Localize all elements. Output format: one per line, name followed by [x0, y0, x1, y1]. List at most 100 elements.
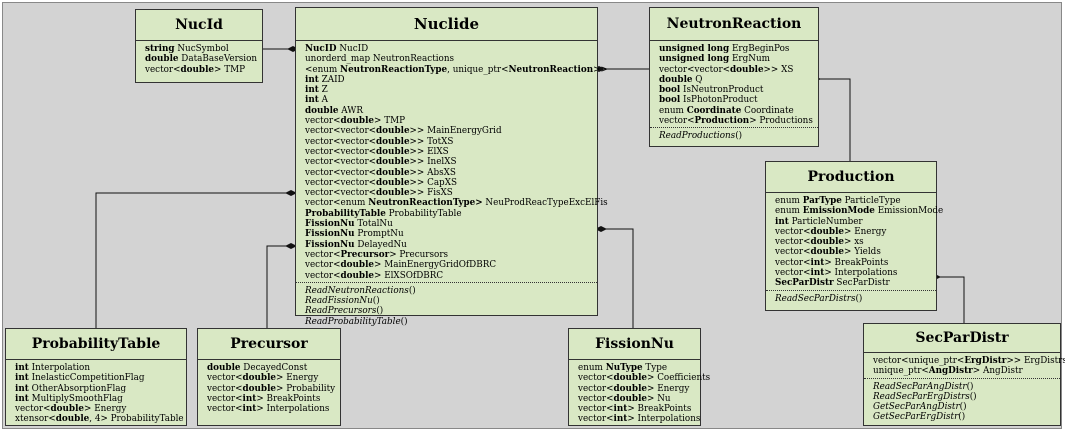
operation-name: GetSecParAngDistr: [873, 402, 960, 413]
operation-name: ReadSecParAngDistr: [873, 381, 967, 392]
member-text: xtensor<: [15, 414, 56, 425]
member-text: Coordinate: [741, 105, 794, 116]
attribute-line: vector<int> Interpolations: [775, 268, 932, 278]
attribute-line: vector<vector<double>> MainEnergyGrid: [305, 126, 593, 136]
member-text: vector<unique_ptr<: [873, 356, 965, 366]
member-text: DecayedConst: [240, 363, 308, 373]
attribute-line: int A: [305, 95, 593, 105]
operations: ReadProductions(): [650, 127, 818, 142]
member-text: vector<: [578, 393, 614, 404]
member-text: vector<: [775, 226, 811, 237]
member-text: >> XS: [763, 64, 794, 75]
type-keyword: double: [376, 157, 410, 168]
attribute-line: enum EmissionMode EmissionMode: [775, 206, 943, 217]
member-text: vector<: [775, 268, 811, 279]
operations: ReadSecParAngDistr()ReadSecParErgDistrs(…: [864, 377, 1060, 424]
attribute-line: vector<double> Energy: [775, 227, 932, 237]
member-text: OtherAbsorptionFlag: [28, 383, 127, 394]
type-keyword: bool: [659, 95, 681, 106]
type-keyword: double: [810, 247, 845, 258]
class-neutronreaction[interactable]: NeutronReaction unsigned long ErgBeginPo…: [649, 7, 819, 147]
member-text: > Interpolations: [627, 414, 701, 425]
type-keyword: NucID: [305, 44, 337, 54]
member-text: vector<: [775, 257, 811, 268]
production-secpardistr-line: [936, 276, 965, 323]
member-text: >> FisXS: [409, 188, 453, 199]
type-keyword: int: [242, 404, 257, 415]
type-keyword: double: [376, 167, 410, 178]
type-keyword: double: [340, 260, 375, 271]
operation-name: ReadNeutronReactions: [305, 285, 409, 296]
attributes: vector<unique_ptr<ErgDistr>> ErgDistrs un…: [864, 353, 1065, 378]
member-text: > Energy: [276, 373, 319, 384]
member-text: PromptNu: [354, 229, 404, 240]
attribute-line: int ParticleNumber: [775, 217, 932, 227]
member-text: >> TotXS: [409, 136, 454, 147]
attribute-line: unsigned long ErgNum: [659, 54, 814, 64]
member-text: NucSymbol: [174, 44, 229, 54]
member-text: ErgBeginPos: [729, 44, 790, 54]
type-keyword: int: [15, 373, 29, 384]
member-text: vector<: [145, 64, 181, 75]
member-text: NeuProdReacTypeExcElFis: [482, 198, 608, 209]
operation-name: GetSecParErgDistr: [873, 412, 959, 423]
member-text: > BreakPoints: [627, 404, 692, 415]
type-keyword: double: [305, 105, 339, 116]
member-text: vector<vector<: [305, 177, 377, 188]
attribute-line: vector<Production> Productions: [659, 116, 814, 126]
attribute-line: vector<vector<double>> TotXS: [305, 137, 593, 147]
operation-name: ReadPrecursors: [305, 306, 377, 317]
type-keyword: Production: [694, 116, 750, 127]
member-text: vector<vector<: [305, 157, 377, 168]
member-text: vector<: [659, 116, 695, 127]
member-text: Type: [642, 363, 668, 373]
attribute-line: vector<Precursor> Precursors: [305, 250, 593, 260]
operation-name: ReadProbabilityTable: [305, 316, 401, 327]
member-text: vector<: [578, 414, 614, 425]
type-keyword: double: [207, 363, 241, 373]
type-keyword: EmissionMode: [802, 206, 875, 217]
member-text: vector<: [775, 247, 811, 258]
member-text: >> InelXS: [409, 157, 457, 168]
member-text: unique_ptr<: [873, 366, 929, 377]
attribute-line: int OtherAbsorptionFlag: [15, 384, 182, 394]
operation-name: ReadSecParDistrs: [775, 293, 856, 304]
operation-line: ReadProbabilityTable(): [305, 316, 408, 327]
type-keyword: double: [180, 64, 215, 75]
type-keyword: Precursor: [340, 249, 390, 260]
member-text: > Probability: [276, 383, 336, 394]
type-keyword: ErgDistr: [964, 356, 1007, 366]
operation-line: ReadSecParDistrs(): [775, 293, 863, 304]
member-text: vector<: [578, 373, 614, 384]
type-keyword: ParType: [802, 196, 842, 206]
type-keyword: Coordinate: [686, 105, 742, 116]
attribute-line: vector<int> BreakPoints: [207, 394, 336, 404]
class-secpardistr[interactable]: SecParDistr vector<unique_ptr<ErgDistr>>…: [863, 323, 1065, 426]
attribute-line: FissionNu TotalNu: [305, 219, 593, 229]
operations: ReadSecParDistrs(): [766, 289, 936, 305]
member-text: vector<: [15, 404, 51, 415]
type-keyword: int: [775, 216, 789, 227]
attribute-line: vector<double> xs: [775, 237, 932, 247]
attribute-line: <enum NeutronReactionType, unique_ptr<Ne…: [305, 64, 608, 75]
member-text: vector<vector<: [305, 136, 377, 147]
attribute-line: ProbabilityTable ProbabilityTable: [305, 209, 593, 219]
operation-line: ReadNeutronReactions(): [305, 285, 416, 296]
member-text: vector<: [305, 249, 341, 260]
attribute-line: vector<double> Energy: [15, 404, 182, 414]
attribute-line: vector<int> Interpolations: [578, 414, 700, 425]
attribute-line: vector<int> BreakPoints: [775, 258, 932, 268]
member-text: <enum: [305, 64, 341, 75]
type-keyword: NeutronReaction: [508, 64, 594, 75]
member-text: > TMP: [214, 64, 245, 75]
attribute-line: enum ParType ParticleType: [775, 196, 932, 206]
member-text: >> ErgDistrs: [1006, 356, 1065, 366]
type-keyword: FissionNu: [305, 239, 355, 250]
